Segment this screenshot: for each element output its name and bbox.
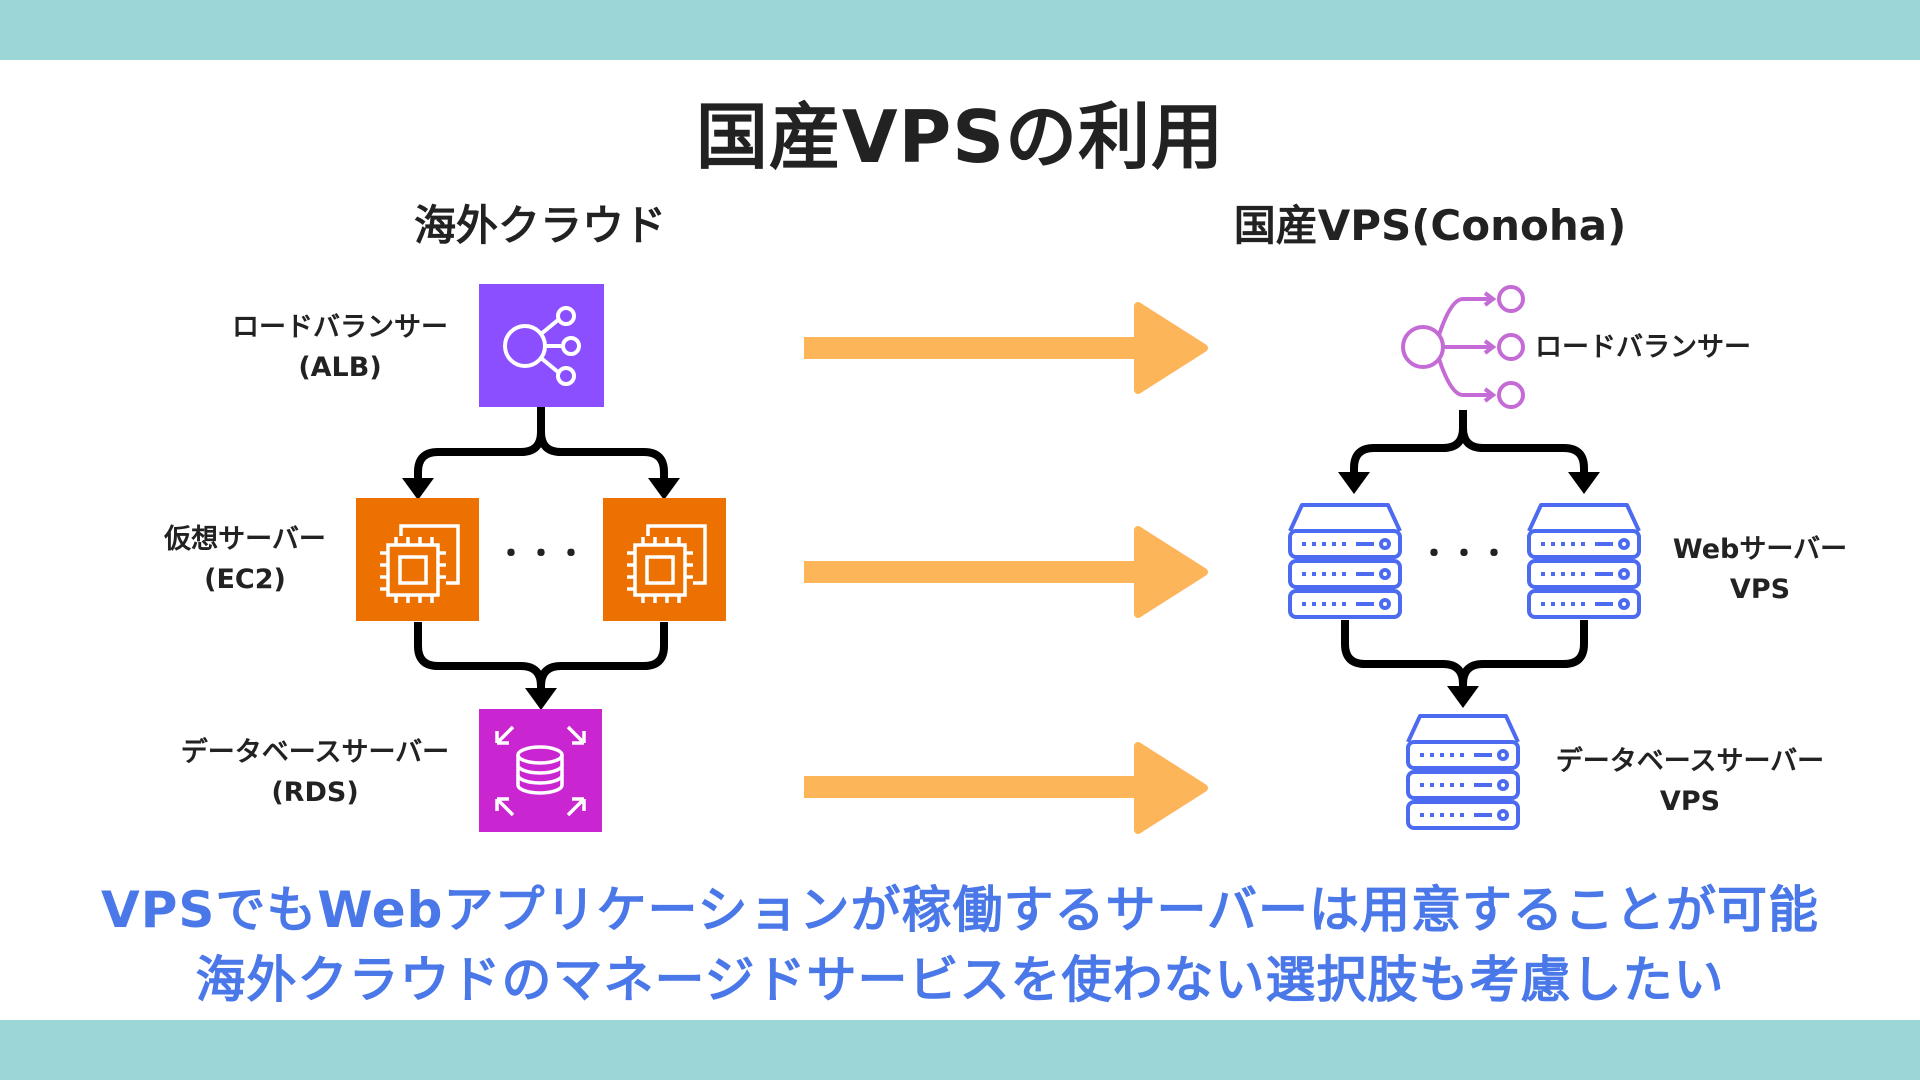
ec2-instance-icon: [603, 498, 726, 621]
transition-arrow-lb: [804, 302, 1208, 394]
ec2-instance-icon: [356, 498, 479, 621]
right-arrowhead-web2: [1568, 472, 1600, 494]
left-arrowhead-vm1: [402, 478, 434, 500]
right-arrowhead-web1: [1338, 472, 1370, 494]
bottom-line-2: 海外クラウドのマネージドサービスを使わない選択肢も考慮したい: [195, 951, 1725, 1009]
left-ellipsis: ・・・: [496, 537, 586, 572]
left-vm-label: 仮想サーバー (EC2): [164, 524, 326, 595]
server-rack-icon: [1527, 503, 1641, 619]
right-lb-label: ロードバランサー: [1535, 332, 1751, 363]
right-heading: 国産VPS(Conoha): [1233, 201, 1627, 250]
rds-database-icon: [479, 709, 602, 832]
right-web-label: Webサーバー VPS: [1672, 534, 1848, 605]
right-ellipsis: ・・・: [1419, 537, 1509, 572]
left-arrowhead-vm2: [648, 478, 680, 500]
left-db-label: データベースサーバー (RDS): [180, 737, 450, 808]
page-title: 国産VPSの利用: [695, 95, 1225, 179]
load-balancer-outline-icon: [1401, 285, 1525, 409]
top-band: [0, 0, 1920, 60]
bottom-band: [0, 1020, 1920, 1080]
left-lb-branch: [414, 407, 668, 482]
transition-arrow-db: [804, 742, 1208, 834]
right-arrowhead-db: [1447, 686, 1479, 708]
transition-arrow-web: [804, 526, 1208, 618]
server-rack-icon: [1288, 503, 1402, 619]
right-db-label: データベースサーバー VPS: [1555, 746, 1825, 817]
left-db-merge: [414, 622, 668, 690]
left-heading: 海外クラウド: [413, 201, 666, 250]
load-balancer-icon: [479, 284, 604, 407]
right-lb-branch: [1350, 410, 1588, 475]
left-arrowhead-db: [525, 688, 557, 710]
right-db-merge: [1341, 620, 1588, 688]
server-rack-icon: [1406, 714, 1520, 830]
bottom-line-1: VPSでもWebアプリケーションが稼働するサーバーは用意することが可能: [101, 881, 1819, 939]
left-lb-label: ロードバランサー (ALB): [232, 312, 448, 383]
